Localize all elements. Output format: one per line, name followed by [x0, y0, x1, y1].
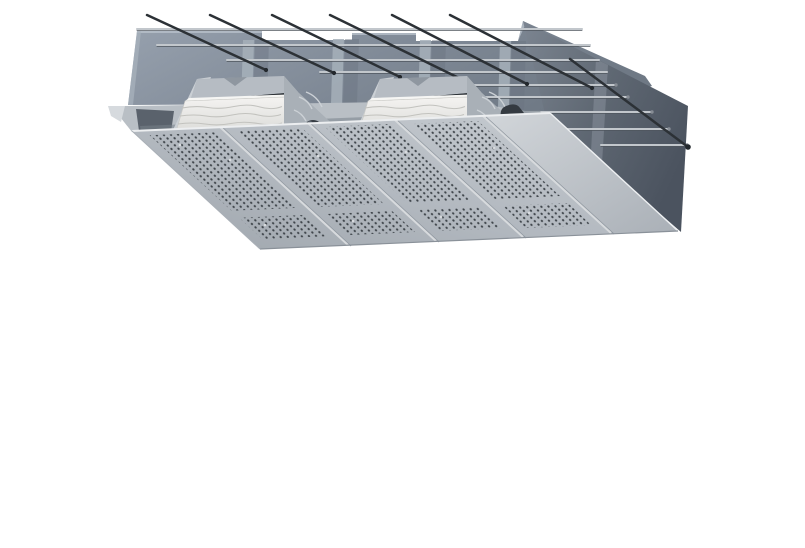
plain-flange-strip: [483, 113, 678, 233]
panel-seams: [219, 115, 612, 246]
dimension-extension-line: [263, 404, 274, 440]
dimension-tick: [616, 376, 670, 383]
underside-panel: [131, 112, 679, 250]
dimension-tick: [152, 460, 242, 466]
dimension-line: [143, 469, 232, 477]
dimension-extension-line: [651, 357, 657, 410]
dimension-label-blob: [299, 417, 353, 434]
dimension-line: [347, 391, 628, 408]
wall-rib: [498, 41, 511, 108]
screw-dots: [178, 143, 531, 227]
dimension-label-blob: [548, 279, 585, 294]
dimension-tick: [268, 332, 283, 338]
dimension-label-blob: [440, 439, 711, 462]
dimension-label-blob: [360, 489, 422, 505]
dimension-label-blob: [213, 317, 244, 333]
dimension-label-blob: [427, 303, 471, 334]
dimension-cross-stem: [452, 337, 458, 371]
dimension-label-blob: [672, 342, 708, 363]
tray-left-tab: [108, 106, 125, 122]
hanger-rods: [145, 13, 690, 149]
end-cap-rib: [590, 59, 608, 180]
dimension-line: [143, 392, 264, 408]
dimension-line: [419, 281, 506, 287]
dimension-line: [152, 447, 376, 457]
dimension-annotations: [143, 279, 711, 505]
dimension-tick: [473, 356, 492, 362]
wall-left-edge: [128, 31, 141, 105]
dimension-tick: [283, 496, 301, 505]
dimension-label-blob: [243, 306, 339, 333]
dimension-label-blob: [143, 299, 208, 330]
front-bottom-edge: [259, 230, 679, 250]
wall-rib-shadow: [510, 41, 526, 110]
flange-edge-highlight: [549, 112, 679, 232]
front-lip-highlight: [131, 112, 551, 132]
left-bottom-edge: [131, 130, 261, 250]
panel-seam-shadows: [222, 116, 615, 247]
dimension-extension-line: [407, 281, 411, 345]
dimension-label-blob: [465, 461, 704, 482]
dimension-tick: [697, 462, 708, 484]
perforation-bands: [149, 121, 591, 240]
dimension-extension-line: [627, 329, 632, 381]
dimension-line: [150, 281, 263, 287]
